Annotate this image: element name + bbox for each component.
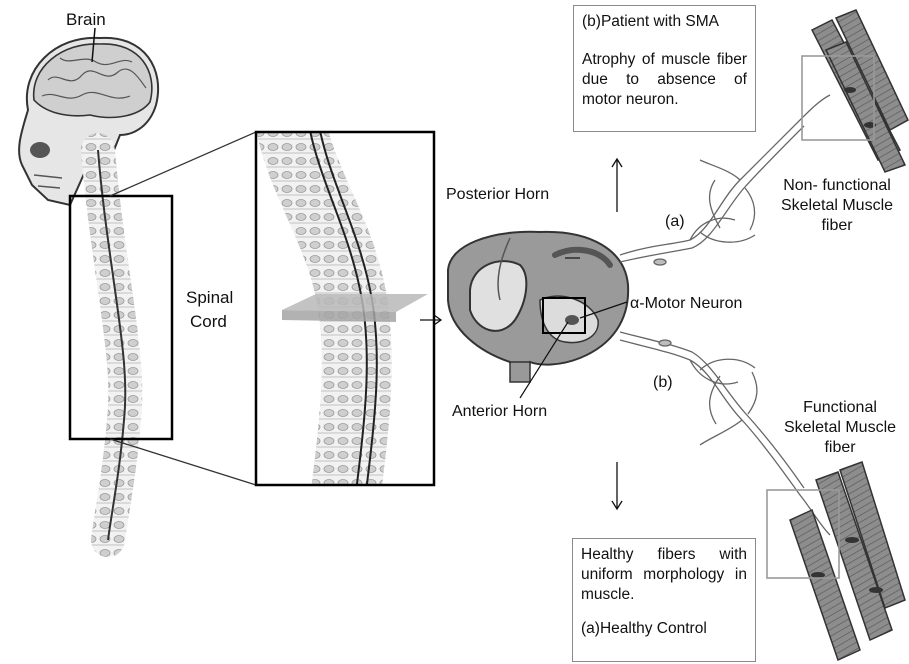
spinal-cord-label-line2: Cord (190, 312, 227, 332)
motor-neuron-label: α-Motor Neuron (630, 294, 742, 314)
enlarged-spinal-segment (282, 120, 428, 500)
sma-box-title: (b)Patient with SMA (582, 12, 747, 32)
spinal-cord-label-line1: Spinal (186, 288, 233, 308)
nonfunctional-label-line2: Skeletal Muscle (770, 196, 904, 216)
nonfunctional-muscle-label: Non- functional Skeletal Muscle fiber (770, 176, 904, 236)
sma-annotation-box: (b)Patient with SMA Atrophy of muscle fi… (573, 5, 756, 132)
spinal-cord-cross-section (448, 232, 628, 382)
nerve-branches (620, 95, 830, 535)
brain-label: Brain (66, 10, 106, 30)
healthy-box-description: Healthy fibers with uniform morphology i… (581, 545, 747, 605)
muscle-fiber-bottom (790, 462, 905, 660)
functional-label-line3: fiber (778, 438, 902, 458)
nonfunctional-label-line1: Non- functional (770, 176, 904, 196)
zoom-line-top (110, 132, 256, 196)
functional-label-line1: Functional (778, 398, 902, 418)
branch-a-label: (a) (665, 212, 685, 232)
muscle-fiber-top (812, 10, 908, 172)
healthy-annotation-box: Healthy fibers with uniform morphology i… (572, 538, 756, 662)
anterior-horn-label: Anterior Horn (452, 402, 547, 422)
functional-label-line2: Skeletal Muscle (778, 418, 902, 438)
branch-b-label: (b) (653, 373, 673, 393)
cross-section-plane (282, 294, 428, 312)
sma-box-description: Atrophy of muscle fiber due to absence o… (582, 50, 747, 110)
full-spine-illustration (98, 150, 125, 540)
healthy-box-title: (a)Healthy Control (581, 619, 747, 639)
posterior-horn-label: Posterior Horn (446, 185, 549, 205)
nonfunctional-label-line3: fiber (770, 216, 904, 236)
functional-muscle-label: Functional Skeletal Muscle fiber (778, 398, 902, 458)
